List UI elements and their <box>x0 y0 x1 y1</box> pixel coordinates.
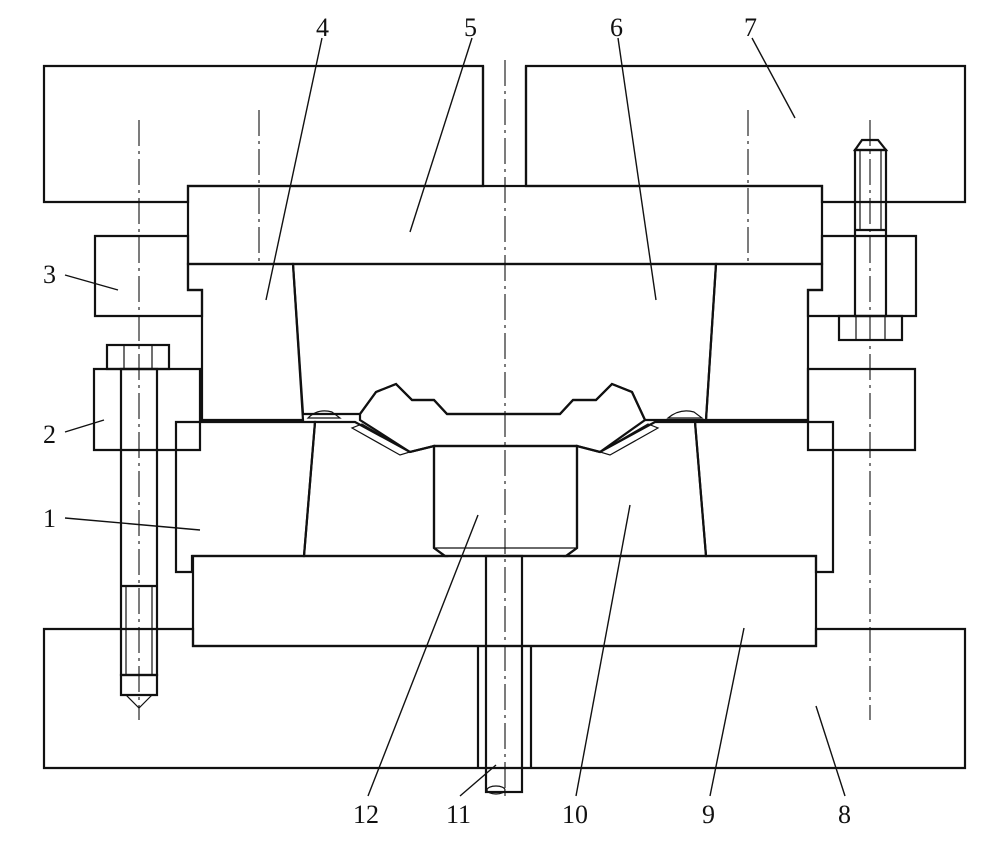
lower-die-base <box>42 627 967 770</box>
part-label-10: 10 <box>562 800 588 829</box>
part-label-2: 2 <box>43 420 56 449</box>
upper-ejector-bore <box>481 66 528 186</box>
upper-clamp-left <box>93 234 204 318</box>
part-label-7: 7 <box>744 13 757 42</box>
part-label-8: 8 <box>838 800 851 829</box>
part-label-5: 5 <box>464 13 477 42</box>
part-labels: 1 2 3 4 5 6 7 8 9 10 11 12 <box>43 13 851 829</box>
leader-lines <box>64 37 846 797</box>
lower-clamp-left <box>92 367 202 452</box>
lower-clamp-right <box>806 367 917 452</box>
lower-ejector-rod <box>476 554 533 795</box>
part-label-11: 11 <box>446 800 471 829</box>
part-label-3: 3 <box>43 260 56 289</box>
center-lines <box>138 60 871 800</box>
workpiece-blank <box>306 382 704 456</box>
part-label-12: 12 <box>353 800 379 829</box>
part-label-6: 6 <box>610 13 623 42</box>
part-label-9: 9 <box>702 800 715 829</box>
upper-clamp-right <box>806 234 918 318</box>
part-label-1: 1 <box>43 504 56 533</box>
part-label-4: 4 <box>316 13 329 42</box>
